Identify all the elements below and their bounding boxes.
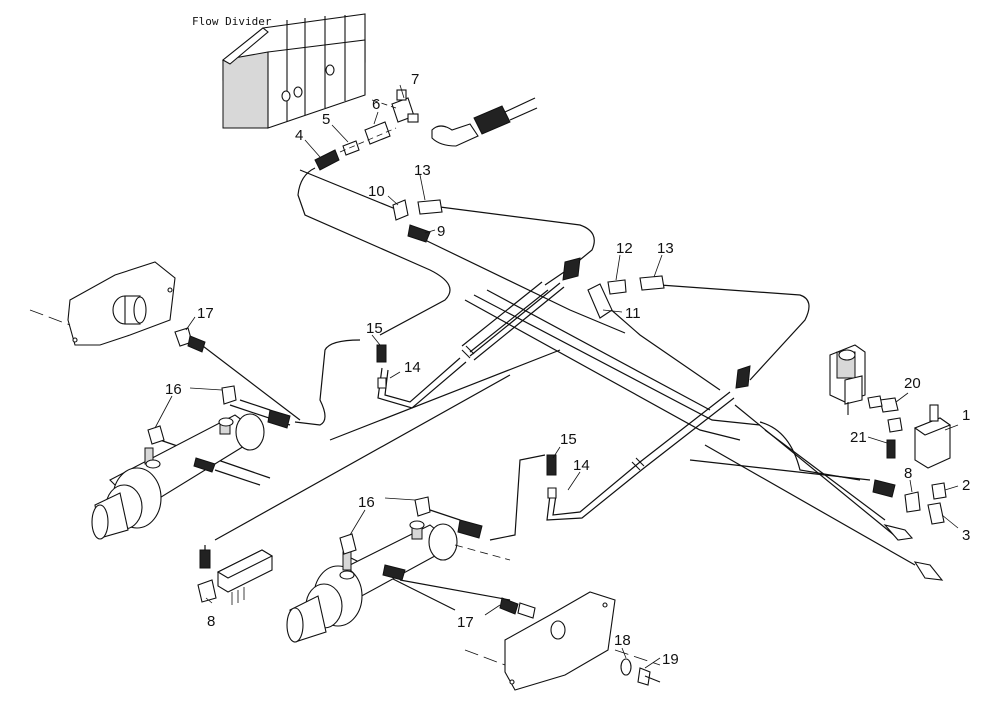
tee-fitting-7: [391, 89, 419, 123]
hose-end-manifold: [199, 549, 211, 569]
fitting-6: [364, 121, 391, 145]
hydraulic-cylinder-upper: [91, 413, 265, 540]
pressure-switch-1: [913, 404, 952, 469]
callout-8-left: 8: [207, 613, 215, 630]
callout-14-upper: 14: [404, 359, 421, 376]
callout-10: 10: [368, 183, 385, 200]
hose-end-right-upper: [735, 365, 751, 389]
callout-5: 5: [322, 111, 330, 128]
callout-21: 21: [850, 429, 867, 446]
hose-line-right-long: [464, 299, 741, 441]
hose-end-upper-cyl-b: [193, 457, 216, 473]
elbow-fitting-16-lower: [339, 496, 431, 555]
elbow-11-12-fittings: [587, 275, 665, 319]
callout-13-right: 13: [657, 240, 674, 257]
callout-2: 2: [962, 477, 970, 494]
callout-18: 18: [614, 632, 631, 649]
hose-end-15-lower: [546, 454, 557, 476]
fitting-20-tee: [867, 395, 903, 433]
callout-17-lower: 17: [457, 614, 474, 631]
callout-3: 3: [962, 527, 970, 544]
tee-fitting-3: [927, 502, 945, 525]
callout-15-lower: 15: [560, 431, 577, 448]
callout-17-upper: 17: [197, 305, 214, 322]
bolt-19: [637, 667, 661, 686]
tee-fitting-8-left: [197, 579, 217, 603]
callout-12: 12: [616, 240, 633, 257]
callout-11: 11: [625, 305, 641, 322]
hose-end-lower-cyl-b: [382, 564, 406, 581]
hose-line-from-9: [424, 239, 626, 334]
callout-1: 1: [962, 407, 970, 424]
mounting-plate-upper: [29, 261, 176, 346]
elbow-right-lower-b: [913, 561, 944, 581]
steel-tube-14-lower: [546, 391, 735, 521]
callout-14-lower: 14: [573, 457, 590, 474]
callout-15-upper: 15: [366, 320, 383, 337]
hydraulic-cylinder-lower: [286, 520, 458, 643]
manifold-block: [216, 549, 274, 605]
hose-end-15-upper: [376, 344, 387, 363]
fitting-5: [342, 140, 360, 156]
elbow-10-and-hose-ends: [392, 199, 443, 243]
hose-line-from-13: [439, 206, 595, 269]
callout-20: 20: [904, 375, 921, 392]
hose-end-21: [886, 439, 896, 459]
callout-4: 4: [295, 127, 303, 144]
callout-7: 7: [411, 71, 419, 88]
callout-16-upper: 16: [165, 381, 182, 398]
mounting-plate-lower: [464, 591, 661, 691]
hose-end-4: [314, 149, 340, 171]
callout-19: 19: [662, 651, 679, 668]
leader-lines: [154, 84, 959, 669]
tee-fitting-8-right: [872, 479, 921, 513]
hose-end-upper-mid: [562, 257, 581, 281]
steel-tube-14-upper: [377, 282, 565, 409]
callout-9: 9: [437, 223, 445, 240]
hose-end-lower-cyl-a: [457, 519, 483, 539]
flow-divider-title: Flow Divider: [192, 15, 272, 28]
hose-end-17-upper: [174, 327, 206, 353]
washer-18: [620, 658, 632, 676]
callout-13-upper: 13: [414, 162, 431, 179]
solenoid-valve: [829, 344, 866, 415]
flow-divider: [222, 13, 366, 129]
callout-6: 6: [372, 96, 380, 113]
elbow-fitting-16-upper: [147, 385, 237, 445]
fitting-2: [931, 482, 947, 500]
callout-16-lower: 16: [358, 494, 375, 511]
hose-end-upper-cyl-a: [267, 409, 291, 429]
callout-8-right: 8: [904, 465, 912, 482]
hose-end-17-lower: [499, 597, 536, 619]
elbow-hose-assembly: [431, 97, 538, 147]
hose-line-upper-left: [297, 167, 451, 336]
elbow-right-lower-a: [883, 524, 914, 541]
